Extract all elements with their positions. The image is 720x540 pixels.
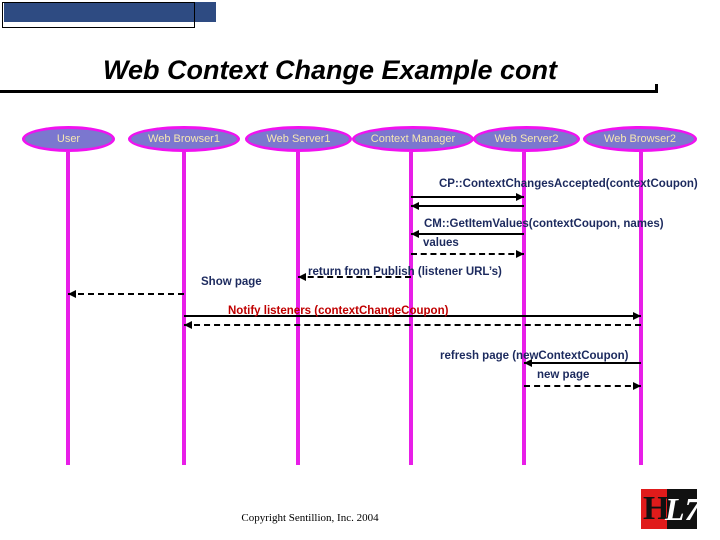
lifeline-actor-context-manager[interactable]: Context Manager (352, 126, 474, 152)
lifeline-bar-web-server-1 (296, 152, 300, 465)
message-arrowhead-context-changes-accepted (516, 193, 524, 201)
header-banner-block (4, 2, 216, 22)
message-line-refresh-page (524, 362, 641, 364)
message-arrowhead-get-item-values (411, 230, 419, 238)
lifeline-bar-context-manager (409, 152, 413, 465)
lifeline-actor-label: Web Server2 (494, 132, 559, 145)
message-label-refresh-page: refresh page (newContextCoupon) (440, 350, 629, 362)
message-line-notify-listeners-return (184, 324, 641, 326)
message-label-values-return: values (423, 237, 459, 249)
message-arrowhead-values-return (516, 250, 524, 258)
message-arrowhead-refresh-page (524, 359, 532, 367)
message-line-return-from-publish (298, 276, 411, 278)
lifeline-actor-web-browser-1[interactable]: Web Browser1 (128, 126, 240, 152)
lifeline-actor-web-server-1[interactable]: Web Server1 (245, 126, 352, 152)
logo-letter-h: H (643, 490, 670, 527)
message-label-context-changes-accepted: CP::ContextChangesAccepted(contextCoupon… (439, 178, 698, 190)
lifeline-actor-web-browser-2[interactable]: Web Browser2 (583, 126, 697, 152)
message-label-return-from-publish: return from Publish (listener URL’s) (308, 266, 502, 278)
lifeline-bar-web-browser-1 (182, 152, 186, 465)
lifeline-bar-web-server-2 (522, 152, 526, 465)
message-line-show-page (68, 293, 184, 295)
page-title: Web Context Change Example cont (102, 55, 558, 85)
message-label-get-item-values: CM::GetItemValues(contextCoupon, names) (424, 218, 664, 230)
message-label-new-page: new page (537, 369, 590, 381)
lifeline-actor-user[interactable]: User (22, 126, 115, 152)
message-arrowhead-notify-listeners-return (184, 321, 192, 329)
message-line-context-changes-accepted (411, 196, 524, 198)
lifeline-actor-label: Web Server1 (266, 132, 331, 145)
message-label-show-page: Show page (201, 276, 262, 288)
message-line-context-changes-accepted-return (411, 205, 524, 207)
lifeline-actor-label: Web Browser2 (604, 132, 676, 145)
message-arrowhead-notify-listeners (633, 312, 641, 320)
lifeline-actor-label: Context Manager (370, 132, 456, 145)
lifeline-actor-web-server-2[interactable]: Web Server2 (473, 126, 580, 152)
lifeline-bar-user (66, 152, 70, 465)
logo-letters-l7: L7 (665, 491, 701, 527)
message-line-notify-listeners (184, 315, 641, 317)
title-underline-rule (0, 90, 658, 93)
message-line-values-return (411, 253, 524, 255)
message-line-new-page (524, 385, 641, 387)
message-arrowhead-show-page (68, 290, 76, 298)
message-arrowhead-context-changes-accepted-return (411, 202, 419, 210)
message-arrowhead-return-from-publish (298, 273, 306, 281)
header-banner-outline (2, 2, 195, 28)
lifeline-actor-label: Web Browser1 (148, 132, 220, 145)
message-arrowhead-new-page (633, 382, 641, 390)
logo-black-block (667, 489, 697, 529)
message-line-get-item-values (411, 233, 524, 235)
copyright-notice: Copyright Sentillion, Inc. 2004 (241, 512, 379, 524)
lifeline-actor-label: User (56, 132, 81, 145)
title-underline-end-tick (655, 84, 658, 93)
message-label-notify-listeners: Notify listeners (contextChangeCoupon) (228, 305, 449, 317)
hl7-logo-icon: H L7 (641, 489, 701, 529)
lifeline-bar-web-browser-2 (639, 152, 643, 465)
